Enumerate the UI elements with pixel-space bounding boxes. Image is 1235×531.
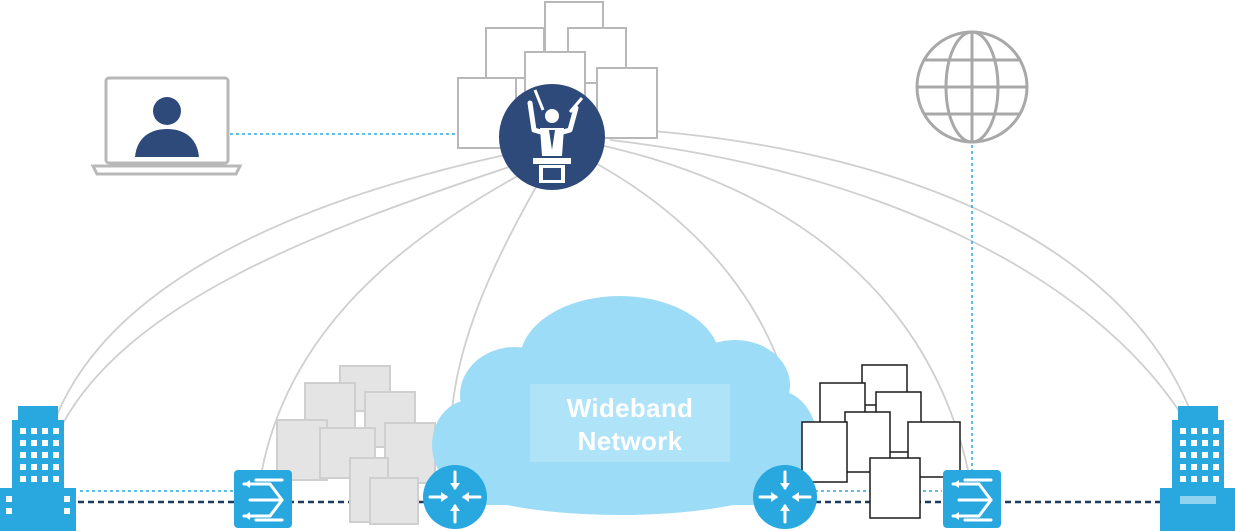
connector-to-switch-left xyxy=(261,171,526,471)
vnf-stack-left xyxy=(276,365,436,525)
router-right xyxy=(753,465,817,529)
connector-to-cloud-left xyxy=(451,179,541,411)
switch-left xyxy=(234,470,292,528)
switch-right xyxy=(943,470,1001,528)
cloud-label: Wideband Network xyxy=(530,392,730,458)
globe-icon xyxy=(915,30,1029,144)
connector-to-building-right-b xyxy=(609,139,1186,421)
dotted-links xyxy=(80,133,973,492)
vnf-stack-right xyxy=(801,364,961,519)
orchestrator-connectors xyxy=(54,129,1191,471)
connector-to-building-left-a xyxy=(54,154,506,421)
cloud-label-backdrop xyxy=(530,384,730,462)
vnf-stack-top xyxy=(457,1,658,149)
connector-to-switch-right xyxy=(599,144,969,471)
cloud-label-line2: Network xyxy=(577,426,683,456)
router-left xyxy=(423,465,487,529)
connector-to-building-right-a xyxy=(639,129,1191,411)
cloud-label-line1: Wideband xyxy=(566,393,694,423)
laptop-user-icon xyxy=(90,76,243,176)
building-left xyxy=(0,406,76,531)
conductor-icon xyxy=(499,84,605,190)
connector-to-cloud-right xyxy=(589,159,786,381)
building-right xyxy=(1160,406,1235,531)
connector-to-building-left-b xyxy=(61,164,516,426)
